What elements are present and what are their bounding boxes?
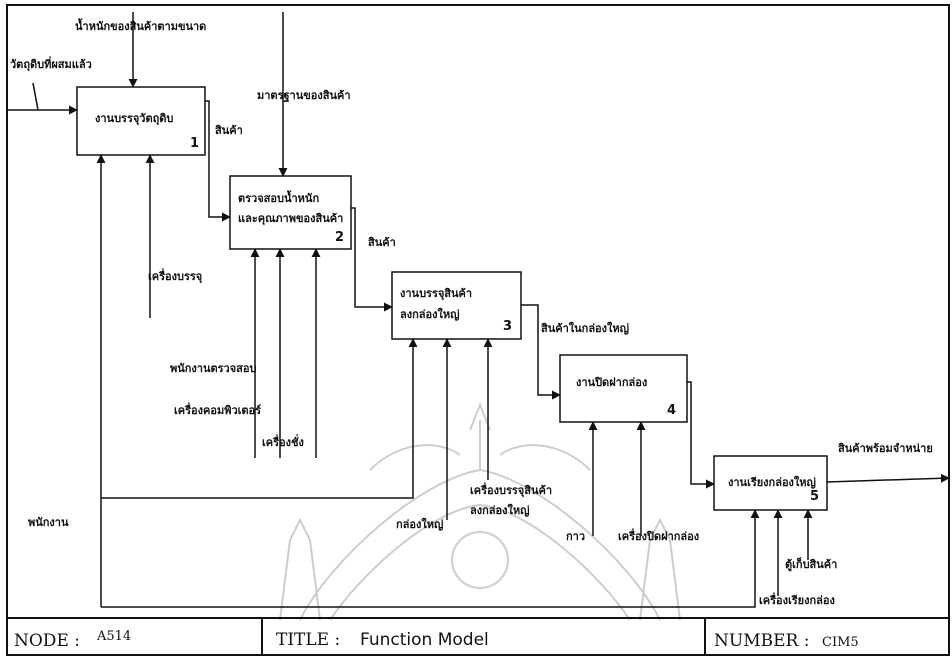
mechanism-sealing-machine-label: เครื่องปิดฝากล่อง <box>618 528 699 543</box>
input-raw-material-label: วัตถุดิบที่ผสมแล้ว <box>10 56 92 72</box>
box-3-number: 3 <box>503 319 512 334</box>
box-1-label: งานบรรจุวัตถุดิบ <box>95 112 173 126</box>
footer-title-value: Function Model <box>360 630 489 650</box>
output-product-in-box-label: สินค้าในกล่องใหญ่ <box>541 321 629 335</box>
box-4-label: งานปิดฝากล่อง <box>576 376 647 389</box>
mechanism-glue-label: กาว <box>566 530 585 543</box>
output-product-1-label: สินค้า <box>215 124 243 137</box>
activity-box-3 <box>391 271 522 340</box>
mechanism-big-box-label: กล่องใหญ่ <box>396 517 443 531</box>
output-arrows <box>205 100 950 489</box>
mechanism-stacking-machine-label: เครื่องเรียงกล่อง <box>759 592 835 607</box>
mechanism-boxing-machine-label-1: เครื่องบรรจุสินค้า <box>470 482 552 498</box>
mechanism-arrows <box>96 154 813 608</box>
diagram-frame <box>6 4 950 656</box>
box-5-number: 5 <box>810 489 819 504</box>
activity-box-4 <box>559 354 688 423</box>
box-2-label-line1: ตรวจสอบน้ำหนัก <box>238 190 319 205</box>
university-seal-watermark <box>279 402 681 621</box>
mechanism-product-cabinet-label: ตู้เก็บสินค้า <box>785 557 837 572</box>
box-2-label-line2: และคุณภาพของสินค้า <box>238 212 343 226</box>
input-arrows <box>8 12 288 177</box>
box-3-label-line2: ลงกล่องใหญ่ <box>400 307 460 321</box>
box-4-number: 4 <box>667 403 676 418</box>
box-3-label-line1: งานบรรจุสินค้า <box>400 287 472 301</box>
footer-title-label: TITLE : <box>276 630 340 650</box>
control-weight-label: น้ำหนักของสินค้าตามขนาด <box>75 18 206 33</box>
activity-box-2 <box>229 175 352 250</box>
mechanism-scale-label: เครื่องชั่ง <box>262 434 304 449</box>
control-standard-label: มาตรฐานของสินค้า <box>257 89 351 103</box>
mechanism-filling-machine-label: เครื่องบรรจุ <box>148 268 202 284</box>
mechanism-boxing-machine-label-2: ลงกล่องใหญ่ <box>470 503 530 517</box>
mechanism-computer-label: เครื่องคอมพิวเตอร์ <box>174 402 261 417</box>
footer-number-label: NUMBER : <box>714 631 809 651</box>
activity-box-1 <box>76 86 206 156</box>
footer-node-label: NODE : <box>14 631 80 651</box>
mechanism-worker-label: พนักงาน <box>28 516 69 529</box>
activity-box-5 <box>713 455 828 511</box>
mechanism-inspector-label: พนักงานตรวจสอบ <box>170 362 256 375</box>
box-2-number: 2 <box>335 230 344 245</box>
box-5-label: งานเรียงกล่องใหญ่ <box>728 475 816 489</box>
footer-number-value: CIM5 <box>822 635 859 650</box>
box-1-number: 1 <box>190 136 199 151</box>
output-ready-product-label: สินค้าพร้อมจำหน่าย <box>838 442 933 455</box>
output-product-2-label: สินค้า <box>368 236 396 249</box>
footer-node-value: A514 <box>96 629 131 644</box>
